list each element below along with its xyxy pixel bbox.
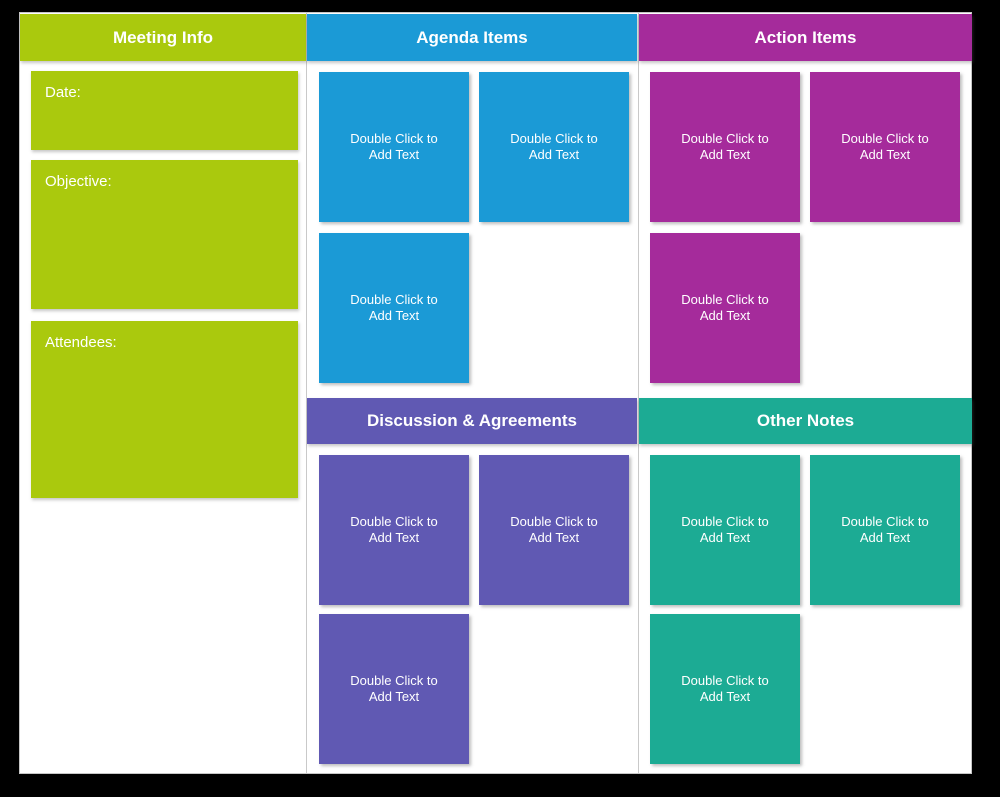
- sticky-note[interactable]: Double Click to Add Text: [479, 455, 629, 605]
- sticky-note-placeholder: Double Click to Add Text: [841, 131, 929, 162]
- meeting-notes-board: Meeting Info Date: Objective: Attendees:…: [19, 12, 972, 774]
- sticky-note-placeholder: Double Click to Add Text: [350, 292, 438, 323]
- date-label: Date:: [45, 84, 81, 101]
- sticky-note[interactable]: Double Click to Add Text: [650, 233, 800, 383]
- objective-field[interactable]: Objective:: [31, 160, 298, 309]
- attendees-label: Attendees:: [45, 334, 117, 351]
- sticky-note[interactable]: Double Click to Add Text: [319, 455, 469, 605]
- sticky-note[interactable]: Double Click to Add Text: [479, 72, 629, 222]
- section-header-other-notes[interactable]: Other Notes: [639, 398, 972, 444]
- objective-label: Objective:: [45, 173, 112, 190]
- column-divider: [306, 13, 307, 773]
- sticky-note-placeholder: Double Click to Add Text: [681, 673, 769, 704]
- sticky-note[interactable]: Double Click to Add Text: [810, 455, 960, 605]
- sticky-note-placeholder: Double Click to Add Text: [350, 131, 438, 162]
- attendees-field[interactable]: Attendees:: [31, 321, 298, 498]
- sticky-note-placeholder: Double Click to Add Text: [681, 292, 769, 323]
- sticky-note[interactable]: Double Click to Add Text: [810, 72, 960, 222]
- sticky-note[interactable]: Double Click to Add Text: [650, 455, 800, 605]
- sticky-note-placeholder: Double Click to Add Text: [510, 131, 598, 162]
- sticky-note-placeholder: Double Click to Add Text: [841, 514, 929, 545]
- section-header-agenda-items[interactable]: Agenda Items: [307, 14, 637, 61]
- column-divider: [638, 13, 639, 773]
- sticky-note[interactable]: Double Click to Add Text: [650, 614, 800, 764]
- sticky-note[interactable]: Double Click to Add Text: [319, 233, 469, 383]
- sticky-note[interactable]: Double Click to Add Text: [319, 72, 469, 222]
- sticky-note[interactable]: Double Click to Add Text: [319, 614, 469, 764]
- section-header-action-items[interactable]: Action Items: [639, 14, 972, 61]
- sticky-note-placeholder: Double Click to Add Text: [350, 673, 438, 704]
- date-field[interactable]: Date:: [31, 71, 298, 150]
- section-header-discussion-agreements[interactable]: Discussion & Agreements: [307, 398, 637, 444]
- sticky-note-placeholder: Double Click to Add Text: [681, 131, 769, 162]
- sticky-note[interactable]: Double Click to Add Text: [650, 72, 800, 222]
- sticky-note-placeholder: Double Click to Add Text: [510, 514, 598, 545]
- sticky-note-placeholder: Double Click to Add Text: [350, 514, 438, 545]
- section-header-meeting-info[interactable]: Meeting Info: [20, 14, 306, 61]
- sticky-note-placeholder: Double Click to Add Text: [681, 514, 769, 545]
